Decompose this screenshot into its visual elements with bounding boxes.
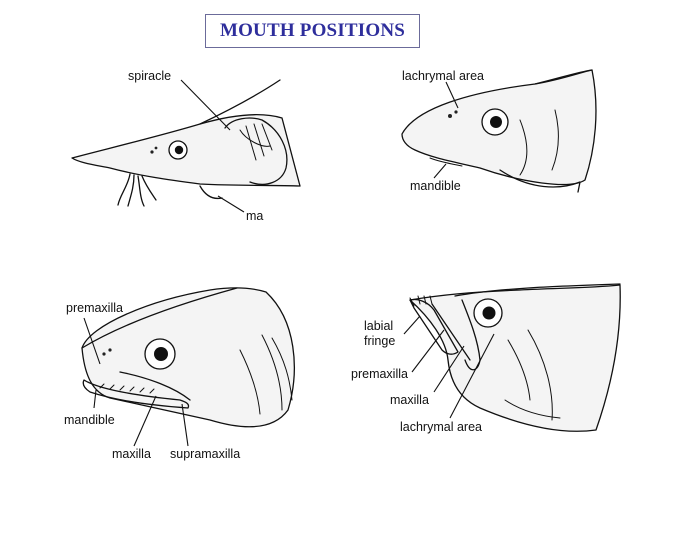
label-lachrymal-area-right: lachrymal area	[400, 420, 482, 434]
lachrymal-leader-right	[449, 333, 495, 419]
label-supramaxilla: supramaxilla	[170, 447, 240, 461]
mandible-leader-bottom	[93, 389, 97, 409]
label-ma: ma	[246, 209, 263, 223]
label-maxilla-right: maxilla	[390, 393, 429, 407]
ma-leader	[217, 195, 245, 213]
supramaxilla-leader	[181, 403, 189, 447]
premaxilla-leader-right	[411, 329, 445, 373]
label-premaxilla-right: premaxilla	[351, 367, 408, 381]
maxilla-leader-bottom	[133, 395, 157, 447]
label-mandible-top: mandible	[410, 179, 461, 193]
mandible-leader-top	[433, 163, 447, 179]
premaxilla-leader-bottom	[83, 317, 101, 365]
diagram-title: MOUTH POSITIONS	[219, 20, 406, 41]
label-premaxilla-bottom: premaxilla	[66, 301, 123, 315]
label-mandible-bottom: mandible	[64, 413, 115, 427]
label-labial: labial	[364, 319, 393, 333]
fish-head-trout	[81, 287, 295, 428]
labial-fringe-leader	[403, 315, 421, 335]
fish-head-sturgeon	[71, 79, 301, 207]
fish-head-shark	[401, 69, 597, 193]
label-spiracle: spiracle	[128, 69, 171, 83]
title-box: MOUTH POSITIONS	[205, 14, 420, 48]
lachrymal-leader-top	[445, 81, 459, 109]
maxilla-leader-right	[433, 345, 465, 393]
spiracle-leader	[180, 79, 231, 131]
label-maxilla-bottom: maxilla	[112, 447, 151, 461]
fish-head-protrusible	[409, 283, 621, 432]
label-lachrymal-area-top: lachrymal area	[402, 69, 484, 83]
label-fringe: fringe	[364, 334, 395, 348]
